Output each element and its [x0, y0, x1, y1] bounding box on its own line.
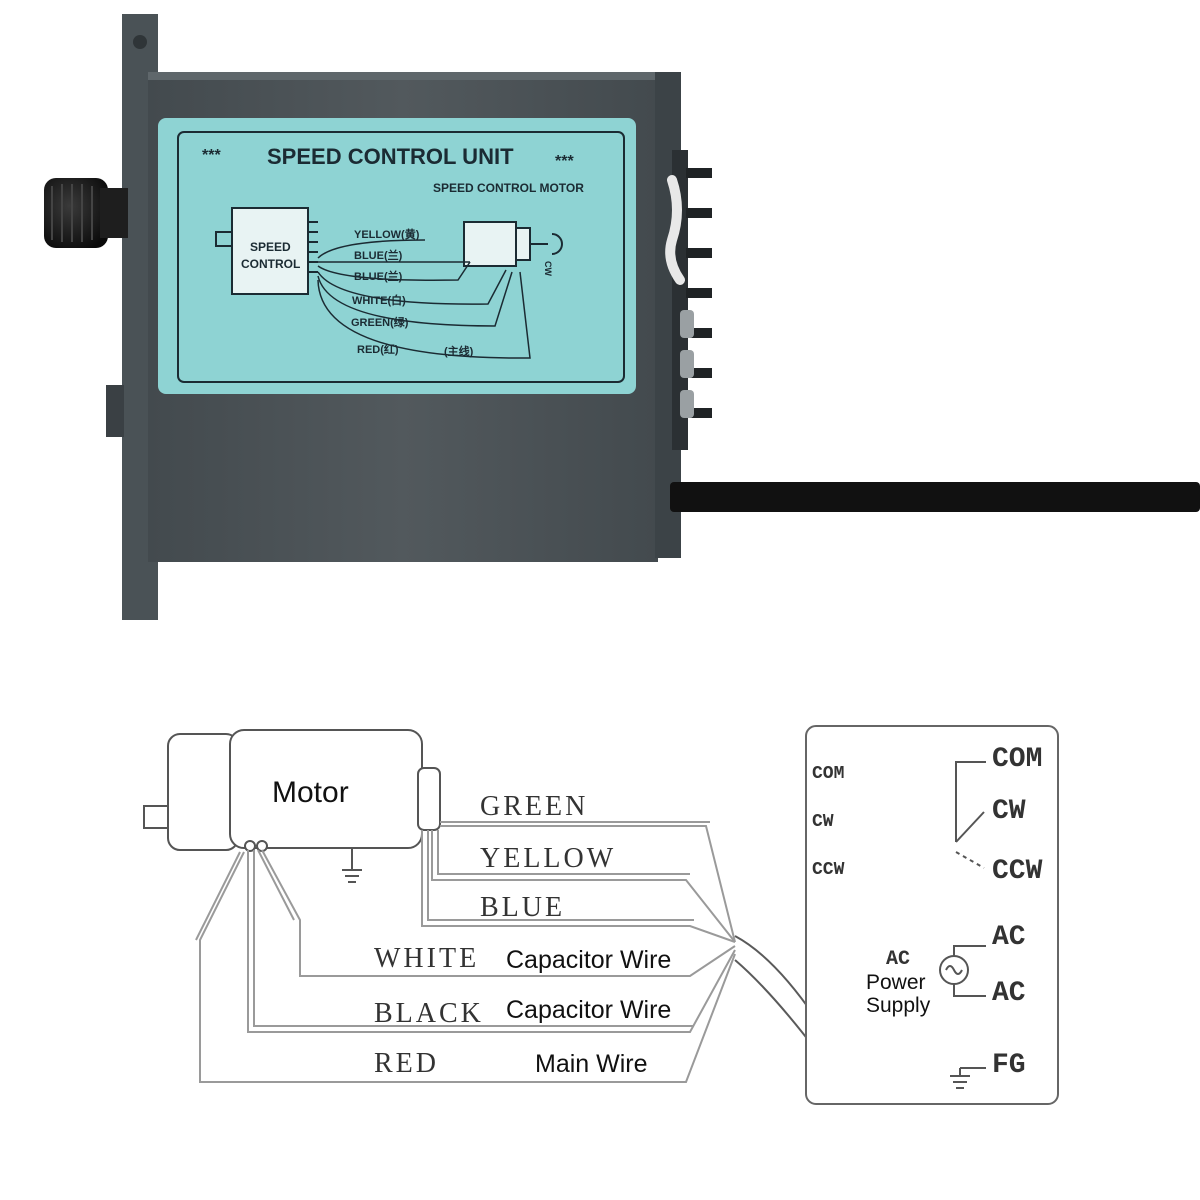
motor-gearhead — [167, 733, 239, 851]
terminal-block — [665, 150, 712, 450]
motor-label: Motor — [272, 776, 349, 809]
ac-terminal-2: AC — [992, 978, 1026, 1009]
label-title: SPEED CONTROL UNIT — [267, 144, 514, 169]
rocker-switch[interactable] — [106, 385, 124, 437]
controller-photo: *** SPEED CONTROL UNIT *** SPEED CONTROL… — [44, 14, 1200, 620]
label-wire-blue-1: BLUE(兰) — [354, 248, 403, 262]
label-unit-line2: CONTROL — [241, 257, 300, 271]
label-wire-white: WHITE(白) — [352, 293, 406, 307]
label-stars-left: *** — [202, 147, 221, 164]
ac-terminal-1: AC — [992, 922, 1026, 953]
label-main-line: (主线) — [444, 344, 474, 358]
direction-switch-icon — [955, 761, 986, 869]
power-label-ac: AC — [886, 948, 910, 971]
label-wire-green: GREEN(绿) — [351, 315, 409, 329]
wire-red-role: Main Wire — [535, 1050, 648, 1078]
label-unit-line1: SPEED — [250, 240, 291, 254]
mount-hole-top — [133, 35, 147, 49]
power-label-power: Power — [866, 971, 926, 994]
ac-source-icon — [939, 945, 986, 997]
wire-paths — [195, 821, 849, 1083]
label-stars-right: *** — [555, 153, 574, 170]
switch-cw: CW — [992, 796, 1026, 827]
fg-terminal: FG — [992, 1050, 1026, 1081]
motor-ground-icon — [342, 848, 362, 883]
box-left-cw: CW — [812, 812, 834, 832]
wire-red-label: RED — [374, 1048, 439, 1079]
label-cw-arrow-icon — [551, 233, 563, 255]
label-wire-blue-2: BLUE(兰) — [354, 269, 403, 283]
wire-white-role: Capacitor Wire — [506, 946, 671, 974]
label-wire-red: RED(红) — [357, 342, 399, 356]
unit-label-sticker: *** SPEED CONTROL UNIT *** SPEED CONTROL… — [158, 118, 636, 394]
wire-black-role: Capacitor Wire — [506, 996, 671, 1024]
label-wire-yellow: YELLOW(黄) — [354, 227, 420, 241]
wire-black-label: BLACK — [374, 998, 484, 1029]
box-left-com: COM — [812, 764, 844, 784]
motor-endcap — [417, 767, 441, 831]
wire-white-label: WHITE — [374, 943, 479, 974]
speed-knob[interactable] — [44, 178, 128, 248]
wire-blue-label: BLUE — [480, 892, 565, 923]
wire-yellow-label: YELLOW — [480, 843, 616, 874]
fg-ground-icon — [950, 1067, 986, 1089]
box-left-ccw: CCW — [812, 860, 845, 880]
wiring-diagram: Motor — [143, 725, 1059, 1105]
wire-green-label: GREEN — [480, 791, 588, 822]
switch-ccw: CCW — [992, 856, 1043, 887]
label-motor-box — [463, 221, 517, 267]
terminal-box: COM CW CCW COM CW CCW AC Power Supply A — [805, 725, 1059, 1105]
power-cable — [670, 482, 1200, 512]
power-label-supply: Supply — [866, 994, 931, 1017]
motor-shaft — [143, 805, 169, 829]
switch-com: COM — [992, 744, 1042, 775]
label-cw: CW — [543, 261, 553, 276]
label-subtitle: SPEED CONTROL MOTOR — [433, 181, 584, 195]
motor-drawing: Motor — [143, 729, 441, 883]
